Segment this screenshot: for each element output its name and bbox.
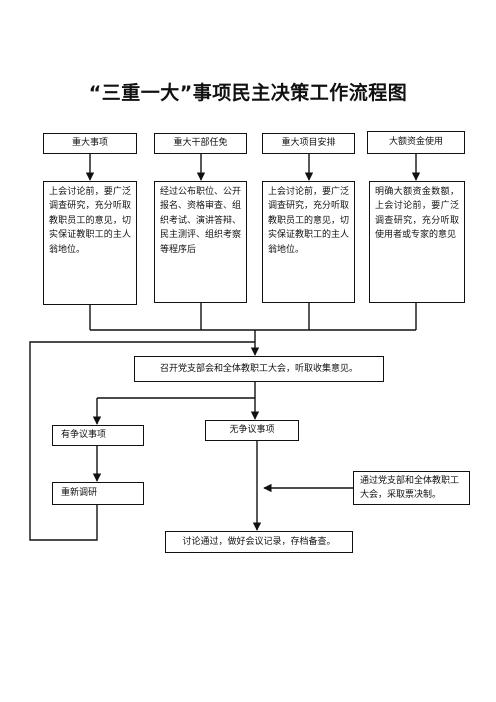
vote-text: 通过党支部和全体教职工大会，采取票决制。	[360, 475, 460, 500]
reinvestigate-text: 重新调研	[61, 488, 98, 499]
final-box: 讨论通过，做好会议记录，存档备查。	[165, 531, 353, 553]
category-label: 重大事项	[71, 138, 108, 149]
final-text: 讨论通过，做好会议记录，存档备查。	[182, 536, 336, 547]
disputed-text: 有争议事项	[61, 430, 107, 441]
category-description-project-arrangement: 上会讨论前，要广泛调查研究，充分听取教职员工的意见，切实保证教职工的主人翁地位。	[262, 181, 355, 303]
category-description-text: 经过公布职位、公开报名、资格审查、组织考试、演讲答辩、民主测评、组织考察等程序后	[160, 187, 242, 255]
vote-box: 通过党支部和全体教职工大会，采取票决制。	[353, 471, 470, 505]
category-description-text: 上会讨论前，要广泛调查研究，充分听取教职员工的意见，切实保证教职工的主人翁地位。	[268, 187, 350, 255]
category-description-text: 明确大额资金数额，上会讨论前，要广泛调查研究，充分听取使用者或专家的意见	[375, 187, 459, 241]
feedback-loop	[29, 341, 255, 541]
meeting-box: 召开党支部会和全体教职工大会，听取收集意见。	[134, 356, 384, 382]
category-header-project-arrangement: 重大项目安排	[262, 133, 355, 154]
reinvestigate-box: 重新调研	[52, 482, 144, 505]
category-description-text: 上会讨论前，要广泛调查研究，充分听取教职员工的意见，切实保证教职工的主人翁地位。	[49, 187, 131, 255]
category-description-large-funds: 明确大额资金数额，上会讨论前，要广泛调查研究，充分听取使用者或专家的意见	[369, 181, 465, 303]
category-description-cadre-appointment: 经过公布职位、公开报名、资格审查、组织考试、演讲答辩、民主测评、组织考察等程序后	[154, 181, 247, 303]
meeting-text: 召开党支部会和全体教职工大会，听取收集意见。	[159, 363, 358, 374]
page-title: “三重一大”事项民主决策工作流程图	[88, 82, 408, 104]
category-header-major-matters: 重大事项	[43, 133, 137, 154]
disputed-box: 有争议事项	[52, 425, 144, 446]
undisputed-box: 无争议事项	[205, 420, 299, 441]
category-label: 重大干部任免	[173, 138, 228, 149]
category-label: 重大项目安排	[281, 138, 336, 149]
undisputed-text: 无争议事项	[229, 425, 275, 436]
category-header-cadre-appointment: 重大干部任免	[154, 133, 247, 154]
category-label: 大额资金使用	[388, 137, 443, 148]
category-header-large-funds: 大额资金使用	[367, 131, 465, 154]
category-description-major-matters: 上会讨论前，要广泛调查研究，充分听取教职员工的意见，切实保证教职工的主人翁地位。	[43, 181, 137, 305]
